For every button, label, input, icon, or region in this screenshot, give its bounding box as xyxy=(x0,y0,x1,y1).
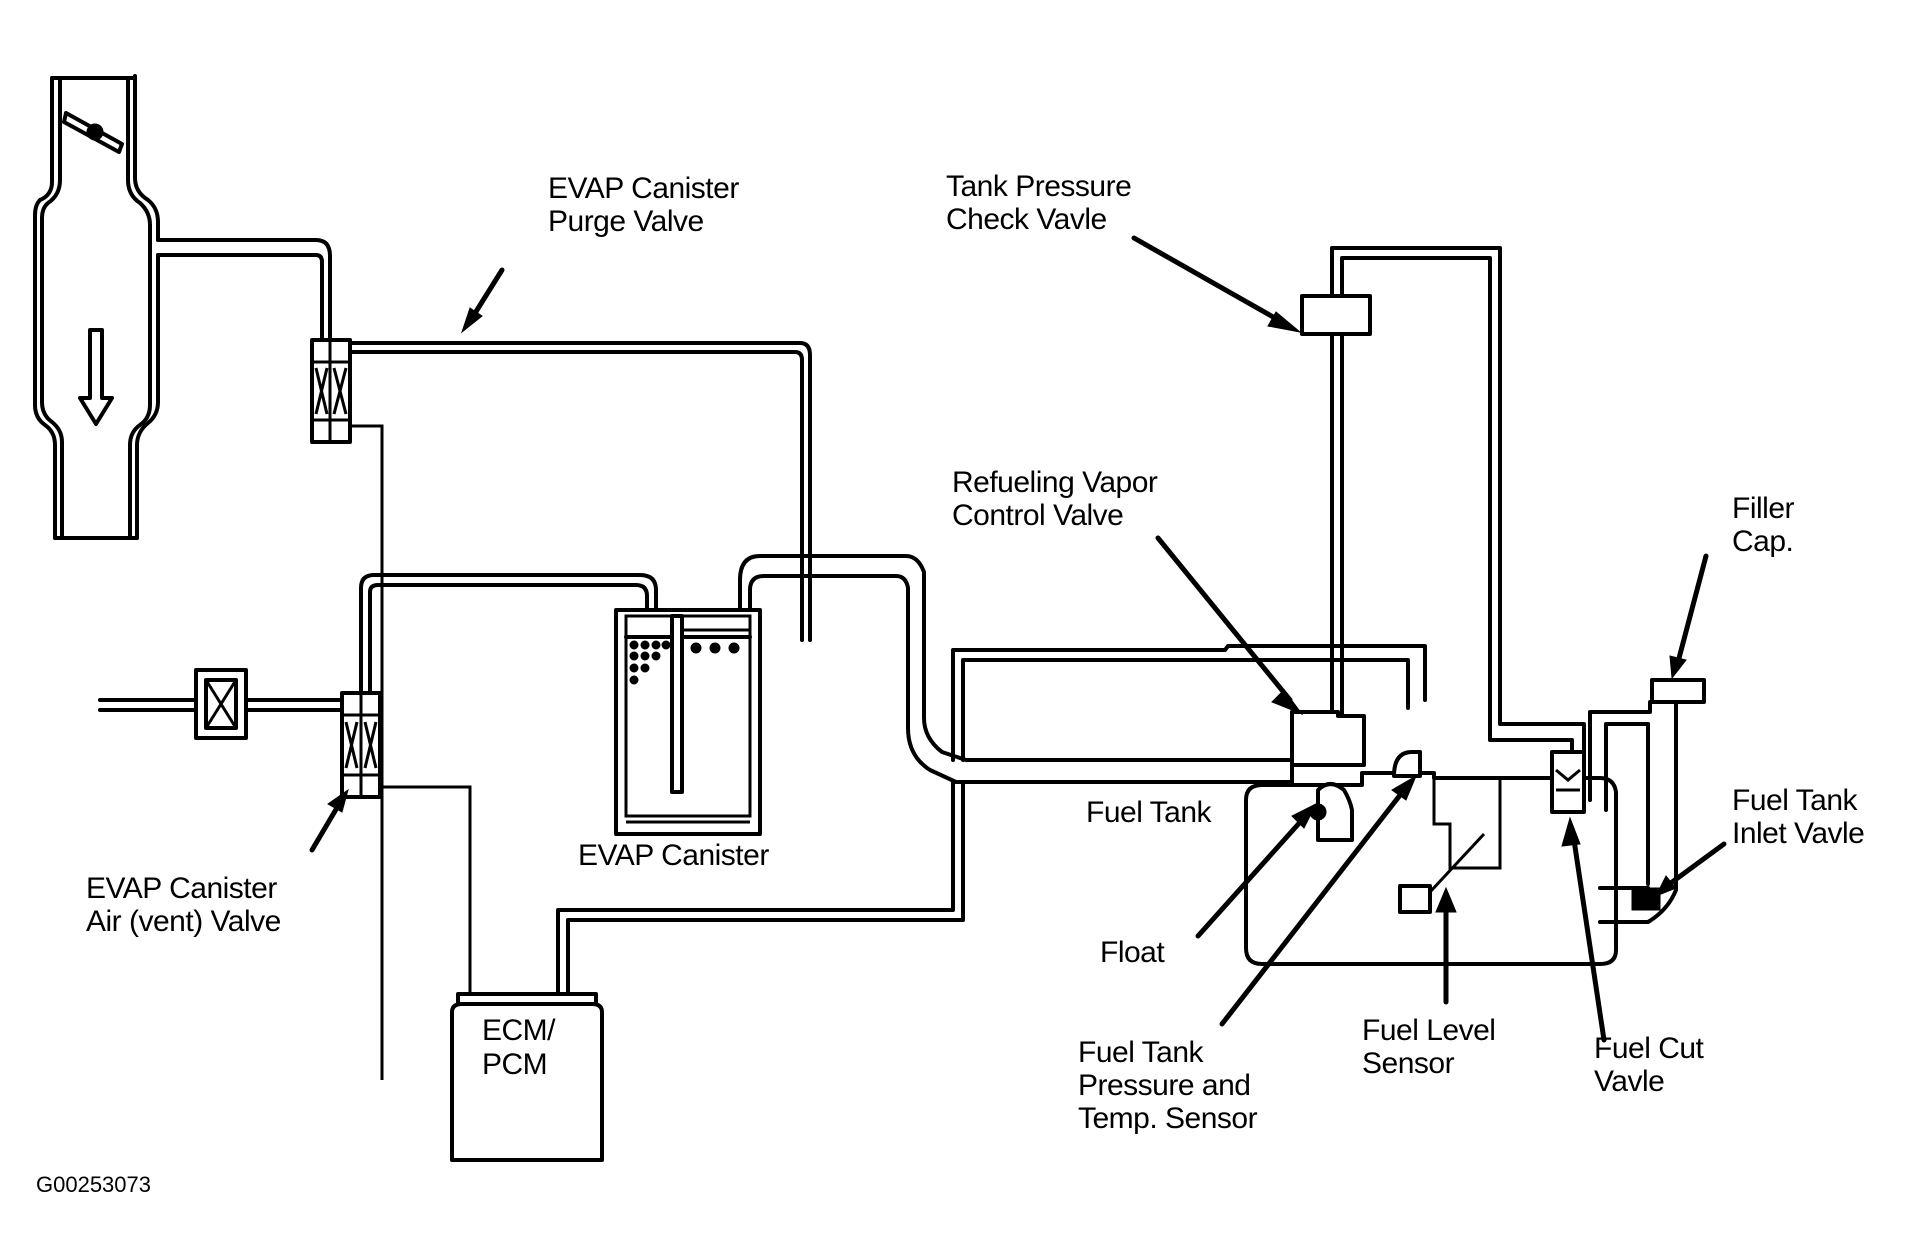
label-purge-valve: EVAP Canister Purge Valve xyxy=(548,172,747,238)
label-fuel-tank-inlet-valve: Fuel Tank Inlet Vavle xyxy=(1732,784,1865,850)
figure-id: G00253073 xyxy=(36,1172,151,1197)
purge-ecm-wire xyxy=(350,424,384,1080)
purge-valve xyxy=(310,338,352,444)
airflow-down-arrow-icon xyxy=(78,328,114,426)
label-air-vent-valve: EVAP Canister Air (vent) Valve xyxy=(86,872,285,938)
air-vent-valve xyxy=(340,691,382,799)
label-fuel-tank-pressure-temp-sensor: Fuel Tank Pressure and Temp. Sensor xyxy=(1078,1036,1258,1135)
level-sensor-arm xyxy=(1428,832,1486,894)
pressure-sensor-icon xyxy=(1392,750,1422,778)
tank-vent-upper-line xyxy=(951,644,1427,762)
filler-neck xyxy=(1588,678,1706,924)
filter-x-icon xyxy=(204,679,238,729)
ecm-pcm-module xyxy=(450,992,604,1162)
air-valve-to-canister-hose xyxy=(359,573,658,695)
label-ecm-pcm: ECM/ PCM xyxy=(482,1014,563,1081)
filler-cap-icon xyxy=(1650,678,1706,704)
tank-pressure-check-valve xyxy=(1300,246,1502,730)
solenoid-x-icon xyxy=(344,721,378,769)
float-icon xyxy=(1309,782,1354,842)
label-refueling-vapor-control-valve: Refueling Vapor Control Valve xyxy=(952,466,1165,532)
purge-to-canister-hose xyxy=(348,341,812,642)
fuel-tank xyxy=(1244,750,1618,966)
label-evap-canister: EVAP Canister xyxy=(578,839,769,872)
fuel-cut-valve-icon xyxy=(1550,750,1586,814)
label-fuel-cut-valve: Fuel Cut Vavle xyxy=(1594,1032,1711,1098)
intake-throttle-body xyxy=(33,74,160,540)
label-fuel-level-sensor: Fuel Level Sensor xyxy=(1362,1014,1503,1080)
label-filler-cap: Filler Cap. xyxy=(1732,492,1802,558)
refueling-vapor-control-valve xyxy=(1290,710,1366,792)
leader-arrows xyxy=(309,235,1727,1043)
canister-ecm-line-inner xyxy=(566,780,965,1002)
label-float: Float xyxy=(1100,936,1165,969)
solenoid-x-icon xyxy=(314,367,348,415)
intake-to-purge-hose xyxy=(156,238,332,342)
canister-to-tank-hose xyxy=(738,554,1292,784)
charcoal-granules-icon xyxy=(629,640,740,685)
level-sensor-float-icon xyxy=(1398,884,1432,914)
canister-ecm-line xyxy=(556,780,955,1002)
label-fuel-tank: Fuel Tank xyxy=(1086,796,1213,829)
level-sensor-housing xyxy=(1432,778,1502,870)
throttle-plate-icon xyxy=(62,111,124,154)
vent-filter xyxy=(98,668,344,740)
label-tank-pressure-check-valve: Tank Pressure Check Vavle xyxy=(946,170,1139,236)
fuel-cut-valve-line-outer xyxy=(1498,698,1586,762)
inlet-valve-icon xyxy=(1631,887,1661,911)
evap-canister xyxy=(614,608,762,836)
vent-ecm-wire xyxy=(380,785,472,1080)
